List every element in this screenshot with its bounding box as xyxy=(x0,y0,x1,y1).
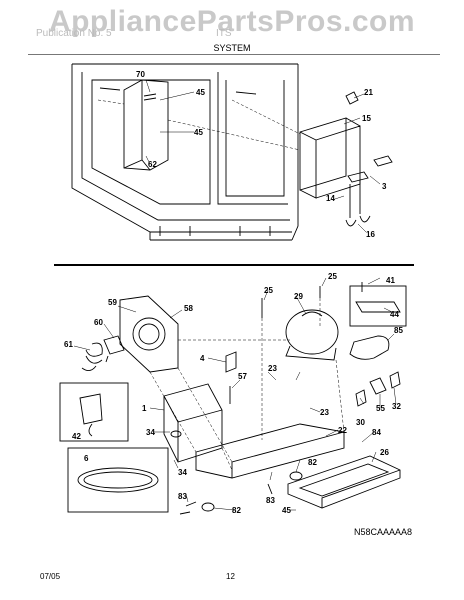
fan-shroud xyxy=(119,295,179,373)
header-rule xyxy=(28,54,440,55)
callout-45: 45 xyxy=(194,128,203,137)
heater-leads xyxy=(349,180,361,218)
callout-55: 55 xyxy=(376,404,385,413)
callout-70: 70 xyxy=(136,70,145,79)
callout-32: 32 xyxy=(392,402,401,411)
model-reference: ITS xyxy=(216,28,232,39)
base-plate xyxy=(195,423,345,479)
callout-85: 85 xyxy=(394,326,403,335)
callout-83: 83 xyxy=(178,492,187,501)
callout-42: 42 xyxy=(72,432,81,441)
callout-82: 82 xyxy=(308,458,317,467)
callout-29: 29 xyxy=(294,292,303,301)
callout-3: 3 xyxy=(382,182,387,191)
evap-clip-3a xyxy=(373,155,393,167)
cabinet-back-panel xyxy=(71,63,299,241)
publication-number: Publication No. 5 xyxy=(36,28,112,39)
fan-blade xyxy=(81,342,103,371)
callout-22: 22 xyxy=(338,426,347,435)
callout-59: 59 xyxy=(108,298,117,307)
callout-58: 58 xyxy=(184,304,193,313)
inset-box-41-44 xyxy=(349,285,407,327)
heater-clip-16 xyxy=(345,215,371,227)
callout-21: 21 xyxy=(364,88,373,97)
clip-21 xyxy=(345,91,359,105)
callout-83: 83 xyxy=(266,496,275,505)
condenser-coil xyxy=(163,383,223,463)
callout-6: 6 xyxy=(84,454,89,463)
screws-83 xyxy=(179,483,273,515)
callout-62: 62 xyxy=(148,160,157,169)
callout-25: 25 xyxy=(328,272,337,281)
power-cord-6 xyxy=(77,467,159,493)
callout-61: 61 xyxy=(64,340,73,349)
callout-44: 44 xyxy=(390,310,399,319)
tube-4 xyxy=(225,351,237,373)
callout-34: 34 xyxy=(146,428,155,437)
callout-14: 14 xyxy=(326,194,335,203)
callout-41: 41 xyxy=(386,276,395,285)
bracket-32 xyxy=(389,371,401,389)
callout-1: 1 xyxy=(142,404,147,413)
switch-55 xyxy=(369,377,387,395)
watermark: AppliancePartsPros.com xyxy=(48,5,416,38)
callout-26: 26 xyxy=(380,448,389,457)
diagram-code: N58CAAAAA8 xyxy=(353,527,412,537)
mounting-bracket-44 xyxy=(355,301,401,313)
page-number: 12 xyxy=(226,572,235,581)
grommet-82a xyxy=(201,502,215,512)
fan-motor xyxy=(103,335,125,363)
leader-lines xyxy=(73,79,397,511)
grommet-34 xyxy=(170,430,182,438)
callout-57: 57 xyxy=(238,372,247,381)
drain-pan xyxy=(287,455,401,509)
tube-85 xyxy=(349,335,390,360)
callout-4: 4 xyxy=(200,354,205,363)
start-relay-42 xyxy=(79,393,103,437)
callout-15: 15 xyxy=(362,114,371,123)
callout-23: 23 xyxy=(320,408,329,417)
assembly-guides xyxy=(97,99,345,471)
footer-date: 07/05 xyxy=(40,572,61,581)
callout-82: 82 xyxy=(232,506,241,515)
evaporator-cover xyxy=(123,79,169,171)
grommet-82b xyxy=(289,471,303,481)
callout-25: 25 xyxy=(264,286,273,295)
screws-25-41 xyxy=(261,282,363,318)
inset-box-6 xyxy=(67,447,169,513)
callout-45: 45 xyxy=(196,88,205,97)
callout-84: 84 xyxy=(372,428,381,437)
callout-30: 30 xyxy=(356,418,365,427)
inset-box-42 xyxy=(59,382,129,442)
evap-clip-3b xyxy=(347,171,369,183)
section-title: SYSTEM xyxy=(213,43,251,53)
callout-16: 16 xyxy=(366,230,375,239)
connector-30 xyxy=(355,389,367,407)
section-divider xyxy=(54,264,414,266)
evaporator-coil xyxy=(299,117,361,199)
callout-23: 23 xyxy=(268,364,277,373)
callout-45: 45 xyxy=(282,506,291,515)
compressor xyxy=(285,309,339,361)
callout-34: 34 xyxy=(178,468,187,477)
callout-60: 60 xyxy=(94,318,103,327)
